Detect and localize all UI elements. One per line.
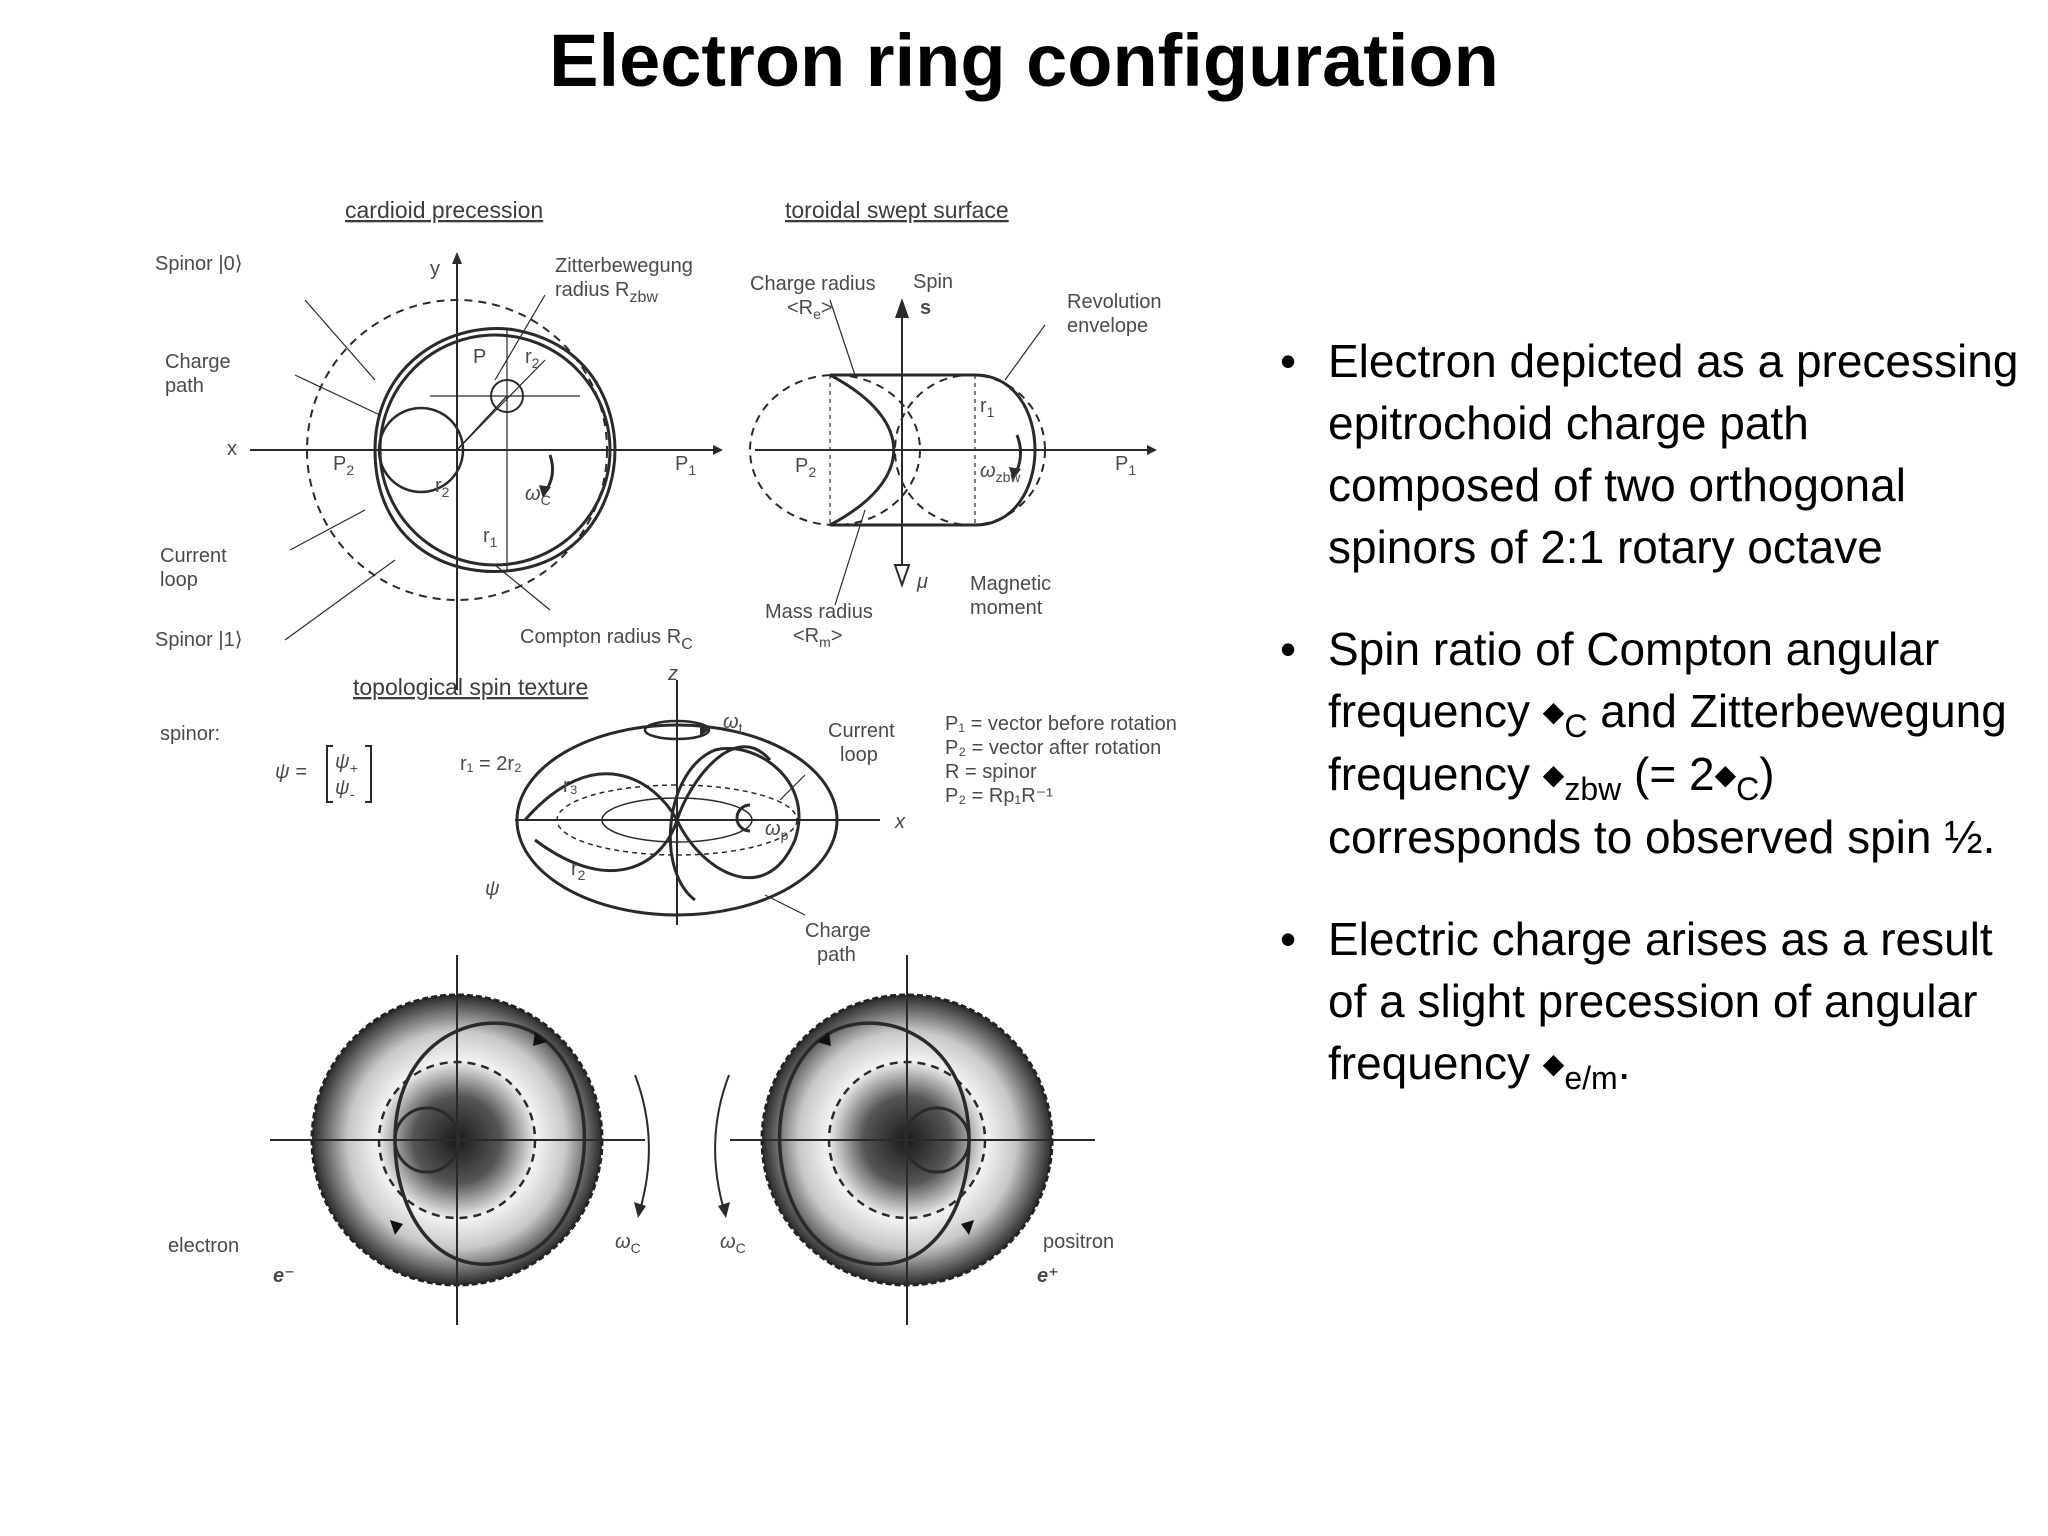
- electron-ring-diagram: cardioid precession Spinor |0⟩ Charge: [155, 197, 1177, 1325]
- psi-plus-label: ψ+: [335, 751, 358, 776]
- charge-path-label-b1: Charge: [805, 920, 871, 942]
- legend-line-4: P₂ = Rp₁R⁻¹: [945, 785, 1053, 807]
- revolution-envelope-label-1: Revolution: [1067, 291, 1162, 313]
- omega-zbw-label: ωzbw: [980, 460, 1021, 485]
- current-loop-label-b2: loop: [840, 744, 878, 766]
- cardioid-precession-panel: cardioid precession Spinor |0⟩ Charge: [155, 197, 723, 690]
- bullet-marker: •: [1280, 335, 1297, 387]
- omega-c-electron-label: ωC: [615, 1231, 641, 1256]
- bullet-marker: •: [1280, 913, 1297, 965]
- omega-p-label: ωp: [765, 818, 789, 843]
- spinor1-label: Spinor |1⟩: [155, 629, 243, 651]
- psi-minus-label: ψ-: [335, 777, 355, 802]
- electron-label: electron: [168, 1235, 239, 1257]
- p2-toroidal-label: P2: [795, 455, 816, 480]
- charge-path-label-1: Charge: [165, 351, 231, 373]
- bullet-text-3: Electric charge arises as a result of a …: [1328, 913, 1993, 1097]
- point-p-label: P: [473, 346, 486, 368]
- charge-radius-label-1: Charge radius: [750, 273, 876, 295]
- psi-curve-label: ψ: [485, 878, 500, 900]
- topological-spin-texture-panel: topological spin texture spinor: ψ = ψ+ …: [160, 663, 1177, 966]
- positron-ring: positron e⁺ ωC: [714, 955, 1114, 1325]
- r1-equals-2r2-label: r₁ = 2r₂: [460, 753, 522, 775]
- electron-ring: electron e⁻ ωC: [168, 955, 650, 1325]
- omega-c-positron-label: ωC: [720, 1231, 746, 1256]
- omega-t-label: ωt: [723, 711, 743, 736]
- mass-radius-label-2: <Rm>: [793, 625, 842, 650]
- psi-equation-label: ψ =: [275, 761, 307, 783]
- x-axis-label: x: [227, 438, 237, 460]
- e-plus-label: e⁺: [1037, 1265, 1059, 1287]
- zbw-radius-label-2: radius Rzbw: [555, 279, 658, 306]
- r2-upper-label: r2: [525, 346, 540, 371]
- compton-radius-label: Compton radius RC: [520, 626, 693, 653]
- charge-path-label-2: path: [165, 375, 204, 397]
- p1-label: P1: [675, 453, 696, 478]
- r3-label: r₃: [563, 775, 578, 797]
- diamond-icon: ◆: [1542, 759, 1565, 790]
- z-axis-label: z: [667, 663, 678, 685]
- heading-topological: topological spin texture: [353, 674, 588, 700]
- magnetic-moment-label-2: moment: [970, 597, 1043, 619]
- spin-label: Spin: [913, 271, 953, 293]
- r2-topological-label: r2: [571, 858, 586, 883]
- current-loop-label-b1: Current: [828, 720, 895, 742]
- legend-line-3: R = spinor: [945, 761, 1037, 783]
- bullet-marker: •: [1280, 623, 1297, 675]
- r2-lower-label: r2: [435, 475, 450, 500]
- diamond-icon: ◆: [1542, 1048, 1565, 1079]
- diamond-icon: ◆: [1714, 759, 1737, 790]
- x-axis-topological-label: x: [894, 811, 906, 833]
- page-title: Electron ring configuration: [549, 19, 1499, 102]
- zbw-radius-label-1: Zitterbewegung: [555, 255, 693, 277]
- toroidal-swept-surface-panel: toroidal swept surface Charge radius <Re…: [749, 197, 1162, 650]
- heading-cardioid: cardioid precession: [345, 197, 543, 223]
- bullet-text-1: Electron depicted as a precessing epitro…: [1328, 335, 2019, 573]
- p1-toroidal-label: P1: [1115, 453, 1136, 478]
- mass-radius-label-1: Mass radius: [765, 601, 873, 623]
- spinor0-label: Spinor |0⟩: [155, 253, 243, 275]
- r1-label: r1: [483, 525, 498, 550]
- legend-line-2: P₂ = vector after rotation: [945, 737, 1161, 759]
- bullet-item-2: • Spin ratio of Compton angular frequenc…: [1280, 618, 2020, 868]
- r1-toroidal-label: r1: [980, 395, 995, 420]
- magnetic-moment-label-1: Magnetic: [970, 573, 1051, 595]
- mu-label: μ: [916, 571, 928, 593]
- current-loop-label-1: Current: [160, 545, 227, 567]
- positron-label: positron: [1043, 1231, 1114, 1253]
- bullet-item-1: • Electron depicted as a precessing epit…: [1280, 330, 2020, 578]
- y-axis-label: y: [430, 258, 440, 280]
- heading-toroidal: toroidal swept surface: [785, 197, 1009, 223]
- diamond-icon: ◆: [1542, 696, 1565, 727]
- legend-line-1: P₁ = vector before rotation: [945, 713, 1177, 735]
- e-minus-label: e⁻: [273, 1265, 295, 1287]
- p2-label: P2: [333, 453, 354, 478]
- bullet-text-2: Spin ratio of Compton angular frequency …: [1328, 623, 2007, 863]
- charge-radius-label-2: <Re>: [787, 297, 833, 322]
- charge-path-label-b2: path: [817, 944, 856, 966]
- current-loop-label-2: loop: [160, 569, 198, 591]
- spin-s-label: s: [920, 297, 931, 319]
- spinor-label: spinor:: [160, 723, 220, 745]
- omega-c-label: ωC: [525, 483, 551, 508]
- bullet-item-3: • Electric charge arises as a result of …: [1280, 908, 2020, 1095]
- bullet-list: • Electron depicted as a precessing epit…: [1280, 330, 2020, 1135]
- revolution-envelope-label-2: envelope: [1067, 315, 1148, 337]
